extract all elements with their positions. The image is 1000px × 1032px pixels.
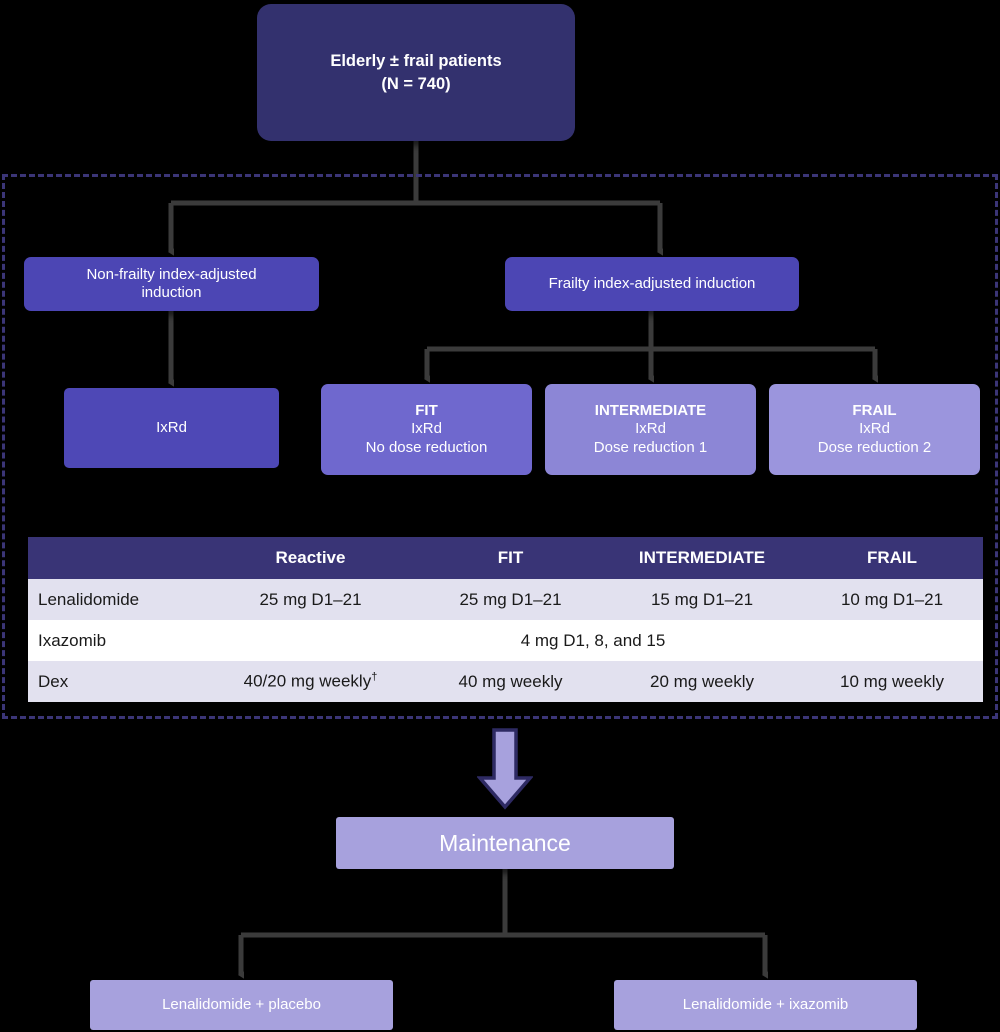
- footnote-marker-dagger: †: [371, 671, 378, 684]
- node-arm-fit-dose: No dose reduction: [365, 438, 488, 456]
- cell-dex-frail: 10 mg weekly: [840, 671, 944, 691]
- maintenance-down-arrow-icon: [477, 728, 533, 810]
- dosing-table: Reactive FIT INTERMEDIATE FRAIL Lenalido…: [28, 537, 983, 702]
- cell-dex-fit: 40 mg weekly: [458, 671, 563, 691]
- node-frailty-induction[interactable]: Frailty index-adjusted induction: [505, 257, 799, 311]
- node-arm-reactive-regimen: IxRd: [156, 418, 187, 436]
- cell-dex-reactive-value: 40/20 mg weekly: [243, 671, 372, 691]
- cell-lenalidomide-fit: 25 mg D1–21: [459, 589, 562, 609]
- node-frailty-line1: Frailty index-adjusted induction: [548, 274, 756, 292]
- node-arm-intermediate-header: INTERMEDIATE: [594, 402, 707, 420]
- cell-drug-ixazomib: Ixazomib: [38, 630, 107, 650]
- node-arm-intermediate-regimen: IxRd: [635, 420, 666, 438]
- node-non-frailty-line2: induction: [141, 284, 202, 301]
- node-arm-fit-header: FIT: [415, 402, 438, 420]
- dosing-table-header-row: Reactive FIT INTERMEDIATE FRAIL: [28, 537, 983, 579]
- cell-ixazomib-all-arms: 4 mg D1, 8, and 15: [520, 630, 666, 650]
- node-arm-frail-regimen: IxRd: [859, 420, 890, 438]
- node-top-line2: (N = 740): [381, 75, 451, 93]
- table-row: Ixazomib 4 mg D1, 8, and 15: [28, 620, 983, 661]
- node-top-line1: Elderly ± frail patients: [330, 51, 502, 70]
- node-arm-reactive-ixrd[interactable]: IxRd: [64, 388, 279, 468]
- cell-dex-intermediate: 20 mg weekly: [650, 671, 754, 691]
- node-maintenance-lenalidomide-placebo[interactable]: Lenalidomide + placebo: [90, 980, 393, 1030]
- node-len-placebo-label: Lenalidomide + placebo: [162, 995, 321, 1013]
- node-arm-frail-dose: Dose reduction 2: [817, 438, 932, 456]
- dosing-col-frail: FRAIL: [801, 537, 983, 579]
- node-non-frailty-line1: Non-frailty index-adjusted: [86, 265, 257, 283]
- table-row: Dex 40/20 mg weekly† 40 mg weekly 20 mg …: [28, 661, 983, 702]
- cell-lenalidomide-reactive: 25 mg D1–21: [259, 589, 362, 609]
- cell-drug-lenalidomide: Lenalidomide: [38, 589, 140, 609]
- node-maintenance-label: Maintenance: [439, 829, 571, 856]
- node-arm-intermediate[interactable]: INTERMEDIATE IxRd Dose reduction 1: [545, 384, 756, 475]
- node-arm-intermediate-dose: Dose reduction 1: [593, 438, 708, 456]
- dosing-col-reactive: Reactive: [203, 537, 418, 579]
- table-row: Lenalidomide 25 mg D1–21 25 mg D1–21 15 …: [28, 579, 983, 620]
- node-arm-fit-regimen: IxRd: [411, 420, 442, 438]
- dosing-col-drug: [28, 537, 203, 579]
- node-arm-fit[interactable]: FIT IxRd No dose reduction: [321, 384, 532, 475]
- node-len-ixazomib-label: Lenalidomide + ixazomib: [682, 995, 849, 1013]
- node-arm-frail[interactable]: FRAIL IxRd Dose reduction 2: [769, 384, 980, 475]
- node-arm-frail-header: FRAIL: [852, 402, 897, 420]
- node-elderly-frail-patients[interactable]: Elderly ± frail patients (N = 740): [257, 4, 575, 141]
- node-non-frailty-induction[interactable]: Non-frailty index-adjusted induction: [24, 257, 319, 311]
- node-maintenance[interactable]: Maintenance: [336, 817, 674, 869]
- cell-lenalidomide-intermediate: 15 mg D1–21: [650, 589, 754, 609]
- dosing-col-fit: FIT: [418, 537, 603, 579]
- node-maintenance-lenalidomide-ixazomib[interactable]: Lenalidomide + ixazomib: [614, 980, 917, 1030]
- cell-drug-dex: Dex: [38, 671, 69, 691]
- cell-dex-reactive: 40/20 mg weekly†: [203, 661, 418, 702]
- dosing-col-intermediate: INTERMEDIATE: [603, 537, 801, 579]
- cell-lenalidomide-frail: 10 mg D1–21: [840, 589, 944, 609]
